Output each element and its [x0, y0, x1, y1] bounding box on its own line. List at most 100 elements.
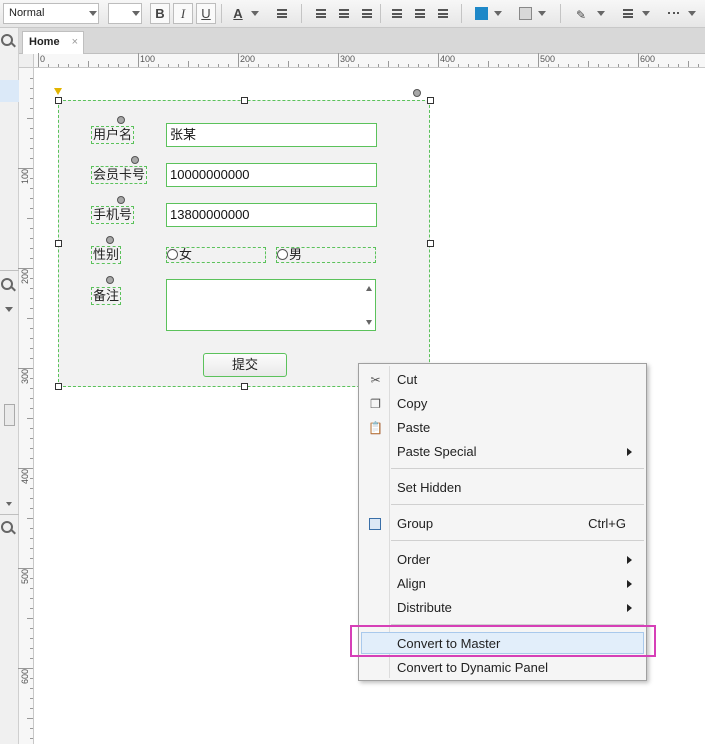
- menu-item-paste[interactable]: 📋 Paste: [361, 417, 644, 439]
- line-color-button[interactable]: ✎: [572, 3, 592, 24]
- menu-item-distribute[interactable]: Distribute: [361, 597, 644, 619]
- ruler-tick: [368, 64, 369, 67]
- resize-handle[interactable]: [427, 240, 434, 247]
- menu-item-shortcut: Ctrl+G: [588, 516, 626, 531]
- resize-handle[interactable]: [427, 97, 434, 104]
- underline-button[interactable]: U: [196, 3, 216, 24]
- gender-radio-female[interactable]: 女: [166, 247, 266, 263]
- line-width-button[interactable]: [617, 3, 637, 24]
- resize-handle[interactable]: [55, 240, 62, 247]
- bold-button[interactable]: B: [150, 3, 170, 24]
- style-select-value: Normal: [9, 7, 45, 19]
- menu-item-convert-to-dynamic-panel[interactable]: Convert to Dynamic Panel: [361, 657, 644, 679]
- ruler-tick: [30, 198, 33, 199]
- font-size-caret-icon[interactable]: [132, 11, 140, 16]
- ruler-tick: [27, 318, 33, 319]
- connection-point[interactable]: [131, 156, 139, 164]
- rotation-handle[interactable]: [413, 89, 421, 97]
- connection-point[interactable]: [106, 276, 114, 284]
- connection-point[interactable]: [117, 116, 125, 124]
- search-icon[interactable]: [1, 34, 13, 46]
- selected-page-row[interactable]: [0, 80, 19, 102]
- resize-handle[interactable]: [55, 97, 62, 104]
- bullet-list-button[interactable]: [271, 3, 291, 24]
- resize-handle[interactable]: [55, 383, 62, 390]
- italic-button[interactable]: I: [173, 3, 193, 24]
- align-middle-button[interactable]: [409, 3, 429, 24]
- tab-home[interactable]: Home ×: [22, 31, 84, 54]
- line-style-caret-icon[interactable]: [688, 11, 696, 16]
- ruler-tick: [428, 64, 429, 67]
- ruler-tick: [398, 64, 399, 67]
- menu-item-copy[interactable]: ❐ Copy: [361, 393, 644, 415]
- menu-item-label: Group: [397, 516, 434, 531]
- close-icon[interactable]: ×: [71, 36, 78, 48]
- align-center-button[interactable]: [333, 3, 353, 24]
- ruler-tick: [30, 378, 33, 379]
- resize-handle[interactable]: [241, 383, 248, 390]
- ruler-tick: [30, 588, 33, 589]
- menu-item-order[interactable]: Order: [361, 549, 644, 571]
- menu-item-paste-special[interactable]: Paste Special: [361, 441, 644, 463]
- font-size-select[interactable]: [108, 3, 142, 24]
- style-dropdown-caret-icon[interactable]: [89, 11, 97, 16]
- menu-item-align[interactable]: Align: [361, 573, 644, 595]
- ruler-tick: [30, 388, 33, 389]
- connection-point[interactable]: [106, 236, 114, 244]
- fill-color-button[interactable]: [470, 3, 490, 24]
- line-style-button[interactable]: [663, 3, 683, 24]
- align-top-button[interactable]: [386, 3, 406, 24]
- ruler-tick: [30, 578, 33, 579]
- align-bottom-button[interactable]: [432, 3, 452, 24]
- remark-textarea[interactable]: [166, 279, 376, 331]
- fill-color-caret-icon[interactable]: [494, 11, 502, 16]
- ruler-label: 300: [20, 368, 30, 384]
- ruler-tick: [358, 64, 359, 67]
- shadow-button[interactable]: [514, 3, 534, 24]
- ruler-tick: [30, 108, 33, 109]
- submit-button[interactable]: 提交: [203, 353, 287, 377]
- font-color-caret-icon[interactable]: [251, 11, 259, 16]
- ruler-tick: [30, 328, 33, 329]
- ruler-tick: [30, 358, 33, 359]
- ruler-tick: [30, 98, 33, 99]
- line-color-caret-icon[interactable]: [597, 11, 605, 16]
- scroll-down-icon[interactable]: [6, 502, 12, 506]
- menu-item-set-hidden[interactable]: Set Hidden: [361, 477, 644, 499]
- username-input[interactable]: 张某: [166, 123, 377, 147]
- textarea-scrollbar[interactable]: [364, 280, 375, 330]
- member-card-input[interactable]: 10000000000: [166, 163, 377, 187]
- ruler-tick: [108, 64, 109, 67]
- anchor-marker-icon[interactable]: [54, 88, 62, 95]
- scissors-icon: ✂: [370, 373, 381, 387]
- connection-point[interactable]: [117, 196, 125, 204]
- scroll-up-icon[interactable]: [366, 286, 372, 291]
- align-left-button[interactable]: [310, 3, 330, 24]
- menu-item-convert-to-master[interactable]: Convert to Master: [361, 632, 644, 654]
- scroll-down-icon[interactable]: [366, 320, 372, 325]
- shadow-caret-icon[interactable]: [538, 11, 546, 16]
- menu-item-cut[interactable]: ✂ Cut: [361, 369, 644, 391]
- selected-form-group[interactable]: [58, 100, 430, 387]
- chevron-down-icon[interactable]: [5, 307, 13, 312]
- gender-radio-male[interactable]: 男: [276, 247, 376, 263]
- font-color-button[interactable]: A: [233, 6, 243, 21]
- ruler-tick: [18, 268, 33, 269]
- resize-handle[interactable]: [241, 97, 248, 104]
- style-select[interactable]: Normal: [3, 3, 99, 24]
- page-tab-bar: Home ×: [19, 28, 705, 54]
- ruler-tick: [88, 61, 89, 67]
- menu-item-group[interactable]: Group Ctrl+G: [361, 513, 644, 535]
- search-icon[interactable]: [1, 521, 13, 533]
- search-icon[interactable]: [1, 278, 13, 290]
- ruler-tick: [678, 64, 679, 67]
- scrollbar-thumb[interactable]: [4, 404, 15, 426]
- phone-input[interactable]: 13800000000: [166, 203, 377, 227]
- line-width-caret-icon[interactable]: [642, 11, 650, 16]
- align-right-button[interactable]: [356, 3, 376, 24]
- menu-item-label: Distribute: [397, 600, 452, 615]
- ruler-tick: [138, 53, 139, 67]
- ruler-tick: [648, 64, 649, 67]
